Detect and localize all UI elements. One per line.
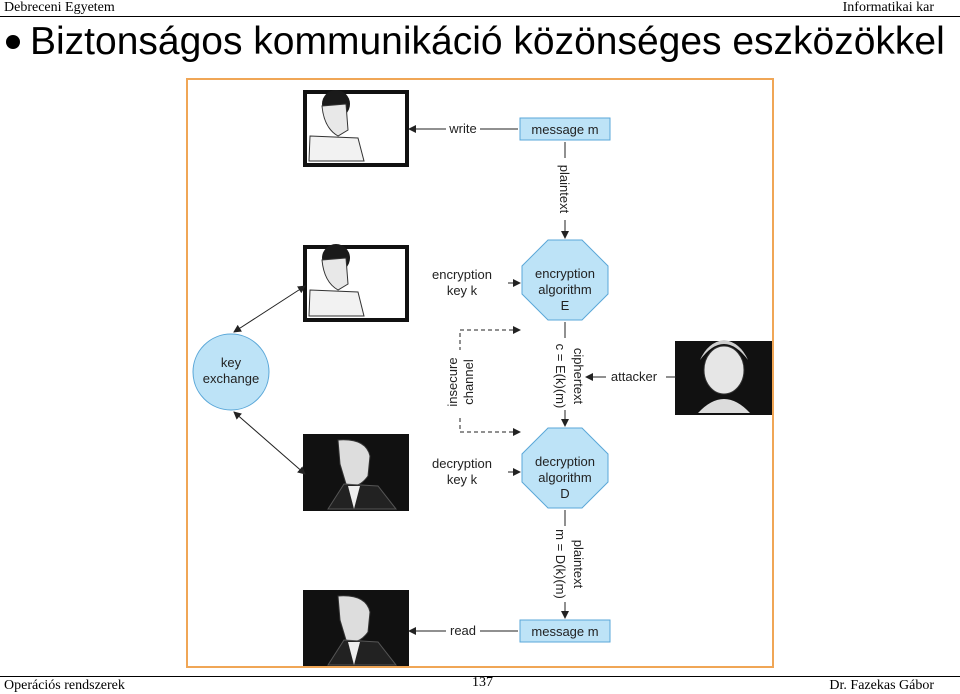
attacker-portrait (675, 340, 772, 415)
write-label: write (448, 121, 476, 136)
read-label: read (450, 623, 476, 638)
key-exchange-line1: key (221, 355, 242, 370)
key-exchange-line2: exchange (203, 371, 259, 386)
footer-divider (0, 676, 960, 677)
footer-page-number: 137 (472, 675, 493, 690)
sender-portrait-1 (303, 90, 409, 167)
sender-portrait-2 (303, 244, 409, 322)
plaintext-bottom-label: plaintext (571, 540, 586, 589)
secure-communication-diagram: message m write plaintext encryption alg… (192, 90, 772, 666)
enc-algo-line1: encryption (535, 266, 595, 281)
slide-title: Biztonságos kommunikáció közönséges eszk… (30, 20, 945, 63)
header-faculty: Informatikai kar (842, 0, 934, 15)
slide-title-row: Biztonságos kommunikáció közönséges eszk… (6, 18, 945, 66)
figure-frame: message m write plaintext encryption alg… (186, 78, 774, 668)
dec-algo-line3: D (560, 486, 569, 501)
footer-author: Dr. Fazekas Gábor (829, 678, 934, 693)
plaintext-top-label: plaintext (557, 165, 572, 214)
enc-algo-line3: E (561, 298, 570, 313)
receiver-portrait-2 (303, 590, 409, 666)
header-institution: Debreceni Egyetem (4, 0, 115, 15)
enc-key-line2: key k (447, 283, 478, 298)
footer-course: Operációs rendszerek (4, 678, 125, 693)
dec-algo-line1: decryption (535, 454, 595, 469)
ciphertext-formula: c = E(k)(m) (553, 344, 568, 409)
ciphertext-label: ciphertext (571, 348, 586, 405)
attacker-label: attacker (611, 369, 658, 384)
receiver-portrait-1 (303, 434, 409, 511)
insecure-channel-line1: insecure (445, 357, 460, 406)
plaintext-bottom-formula: m = D(k)(m) (553, 529, 568, 599)
enc-algo-line2: algorithm (538, 282, 591, 297)
message-top-label: message m (531, 122, 598, 137)
bullet-icon (6, 35, 20, 49)
message-bottom-label: message m (531, 624, 598, 639)
header-divider (0, 16, 960, 17)
enc-key-line1: encryption (432, 267, 492, 282)
insecure-channel-line2: channel (461, 359, 476, 405)
dec-algo-line2: algorithm (538, 470, 591, 485)
dec-key-line1: decryption (432, 456, 492, 471)
dec-key-line2: key k (447, 472, 478, 487)
